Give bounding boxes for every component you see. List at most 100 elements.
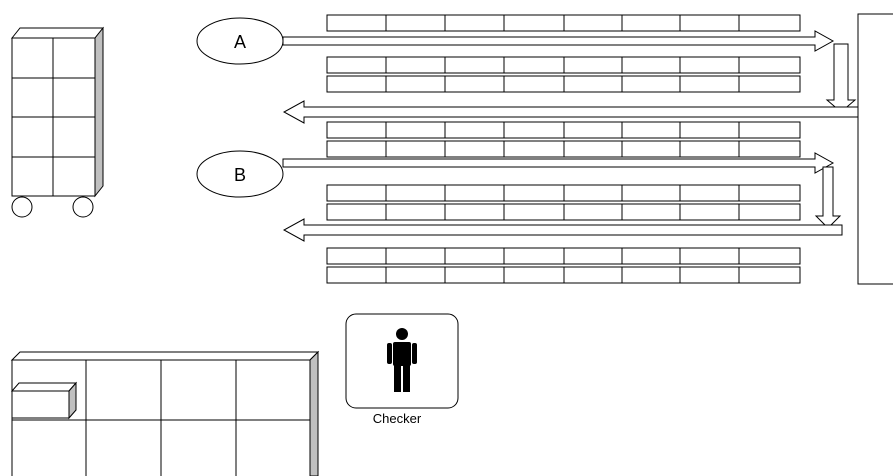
shelf-bin — [738, 266, 801, 284]
shelf-bin — [738, 203, 801, 221]
shelf-bin — [679, 266, 740, 284]
shelf-bin — [621, 184, 681, 202]
shelf-bin — [738, 75, 801, 93]
shelf-bin — [326, 140, 387, 158]
shelf-bin — [679, 140, 740, 158]
route-arrow-left — [282, 218, 843, 242]
shelf-bin — [326, 121, 387, 139]
shelf-bin — [679, 203, 740, 221]
shelf-bin — [385, 140, 446, 158]
picker-b: B — [196, 150, 284, 198]
shelf-bin — [679, 247, 740, 265]
picker-b-route — [282, 152, 843, 242]
shelf-bin — [621, 247, 681, 265]
shelf-bin — [503, 266, 565, 284]
cart-top-face — [10, 27, 105, 39]
shelf-bin — [326, 75, 387, 93]
box-front-face — [11, 390, 70, 419]
shelf-bin — [738, 247, 801, 265]
shelf-bin — [563, 14, 623, 32]
shelf-bin — [326, 184, 387, 202]
checker-label: Checker — [373, 411, 422, 426]
shelf-bin — [326, 266, 387, 284]
shelf-bin — [679, 14, 740, 32]
shelf-bin — [444, 140, 505, 158]
shelf-bin — [738, 121, 801, 139]
shelf-bin — [326, 247, 387, 265]
shelf-bin — [503, 140, 565, 158]
conveyor — [857, 13, 893, 285]
shelf-bin — [679, 184, 740, 202]
shelf-bin — [503, 247, 565, 265]
picker-a: A — [196, 17, 284, 65]
shelf-bin — [385, 121, 446, 139]
shelf-bin — [503, 203, 565, 221]
shelf-bin — [563, 56, 623, 74]
route-arrow-down — [825, 43, 857, 113]
shelf-bin — [385, 75, 446, 93]
shelf-bin — [326, 203, 387, 221]
route-arrow-left — [282, 100, 859, 124]
shelf-rack — [326, 14, 801, 284]
shelf-bin — [444, 266, 505, 284]
shelf-bin — [621, 140, 681, 158]
shelf-bin — [563, 75, 623, 93]
shelf-bin — [563, 121, 623, 139]
shelf-bin — [444, 247, 505, 265]
picker-b-label: B — [234, 165, 246, 185]
shelf-bin — [563, 184, 623, 202]
shelf-bin — [621, 56, 681, 74]
shelf-bin — [385, 14, 446, 32]
cabinet-top-face — [10, 351, 320, 361]
route-arrow-right — [282, 30, 835, 52]
person-icon — [387, 328, 417, 392]
shelf-bin — [563, 203, 623, 221]
shelf-bin — [444, 203, 505, 221]
cart-wheel — [11, 196, 33, 218]
shelf-bin — [385, 203, 446, 221]
shelf-bin — [679, 75, 740, 93]
shelf-bin — [563, 247, 623, 265]
shelf-bin — [563, 140, 623, 158]
shelf-bin — [444, 184, 505, 202]
shelf-bin — [385, 184, 446, 202]
shelf-bin — [621, 203, 681, 221]
picker-a-route — [282, 30, 859, 124]
shelf-bin — [563, 266, 623, 284]
picker-b-ellipse — [196, 150, 284, 198]
picker-a-label: A — [234, 32, 246, 52]
shelf-bin — [385, 266, 446, 284]
cart-side-face — [94, 26, 104, 198]
route-arrow-down — [814, 166, 842, 229]
shelf-bin — [326, 14, 387, 32]
shelf-bin — [385, 247, 446, 265]
picker-a-ellipse — [196, 17, 284, 65]
shelf-bin — [621, 75, 681, 93]
shelf-bin — [621, 266, 681, 284]
cabinet-side-face — [309, 350, 319, 476]
shelf-bin — [679, 121, 740, 139]
shelf-bin — [738, 184, 801, 202]
shelf-bin — [621, 121, 681, 139]
shelf-bin — [503, 121, 565, 139]
shelf-bin — [326, 56, 387, 74]
shelf-bin — [679, 56, 740, 74]
cart-wheel — [72, 196, 94, 218]
shelf-bin — [444, 14, 505, 32]
box-top-face — [10, 382, 78, 392]
shelf-bin — [444, 56, 505, 74]
shelf-bin — [503, 75, 565, 93]
shelf-bin — [444, 121, 505, 139]
shelf-bin — [385, 56, 446, 74]
shelf-bin — [738, 56, 801, 74]
shelf-bin — [738, 14, 801, 32]
checker-station: Checker — [345, 313, 459, 426]
shelf-bin — [503, 14, 565, 32]
picking-cart — [10, 26, 105, 218]
shelf-bin — [503, 184, 565, 202]
shelf-bin — [503, 56, 565, 74]
shelf-bin — [444, 75, 505, 93]
shelf-bin — [738, 140, 801, 158]
storage-cabinet — [10, 350, 320, 476]
